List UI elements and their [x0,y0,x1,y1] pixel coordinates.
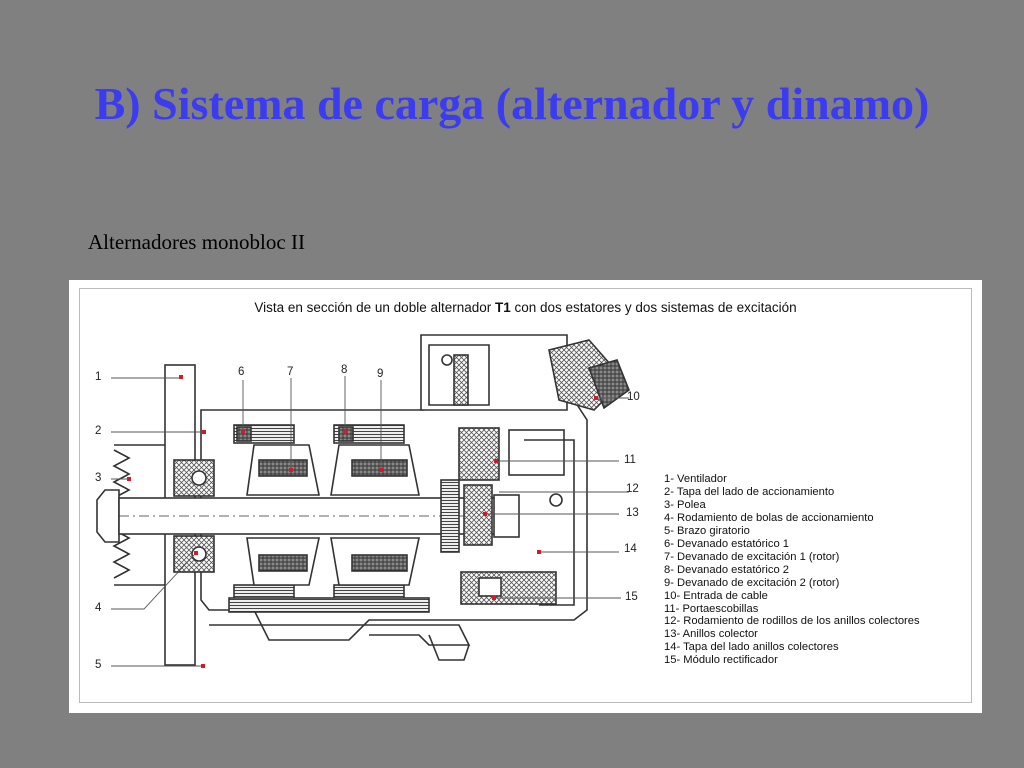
callout-11: 11 [624,454,636,466]
caption-text-start: Vista en sección de un doble alternador [254,300,495,315]
legend-item: 11- Portaescobillas [664,602,759,615]
legend-item: 4- Rodamiento de bolas de accionamiento [664,511,874,524]
callout-3: 3 [95,472,102,484]
alternator-figure: Vista en sección de un doble alternador … [69,280,982,713]
slide-title: B) Sistema de carga (alternador y dinamo… [94,78,930,129]
legend-item: 2- Tapa del lado de accionamiento [664,485,835,498]
legend-item: 13- Anillos colector [664,628,758,641]
figure-caption: Vista en sección de un doble alternador … [69,300,982,315]
callout-14: 14 [624,543,637,555]
legend-item: 12- Rodamiento de rodillos de los anillo… [664,615,920,628]
callout-10: 10 [627,391,640,403]
legend-item: 15- Módulo rectificador [664,654,778,667]
caption-text-end: con dos estatores y dos sistemas de exci… [510,300,797,315]
figure-border [79,288,972,703]
legend-item: 1- Ventilador [664,473,727,485]
legend-item: 7- Devanado de excitación 1 (rotor) [664,550,840,563]
callout-6: 6 [238,366,245,378]
legend-item: 5- Brazo giratorio [664,524,750,537]
legend-item: 9- Devanado de excitación 2 (rotor) [664,576,840,589]
legend-item: 14- Tapa del lado anillos colectores [664,641,839,654]
legend-item: 10- Entrada de cable [664,589,768,602]
alternator-section-drawing [96,334,630,668]
slide-subtitle: Alternadores monobloc II [88,230,305,254]
legend-item: 8- Devanado estatórico 2 [664,563,790,576]
callout-5: 5 [95,659,102,671]
parts-legend: 1- Ventilador 2- Tapa del lado de accion… [664,473,920,667]
callout-13: 13 [626,507,639,519]
callout-15: 15 [625,591,638,603]
caption-model: T1 [495,300,511,315]
legend-item: 3- Polea [664,498,706,511]
callout-8: 8 [341,364,348,376]
callout-7: 7 [287,366,294,378]
callout-9: 9 [377,368,384,380]
callout-1: 1 [95,371,102,383]
callout-4: 4 [95,602,102,614]
callout-12: 12 [626,483,639,495]
callout-2: 2 [95,425,102,437]
legend-item: 6- Devanado estatórico 1 [664,537,790,550]
